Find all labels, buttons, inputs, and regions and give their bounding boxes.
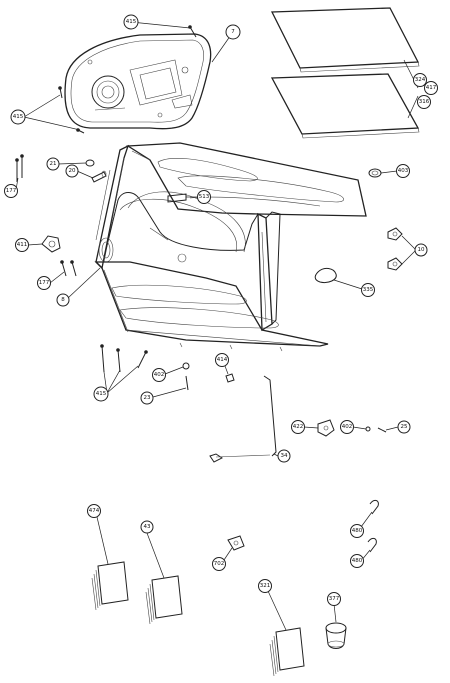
callout-403: 403 xyxy=(396,164,410,178)
svg-text:415: 415 xyxy=(126,19,137,25)
screws-177-upper xyxy=(15,154,24,182)
screw-23 xyxy=(185,375,189,391)
plug-20 xyxy=(91,170,107,183)
top-panel-lower xyxy=(270,73,420,139)
knob-411 xyxy=(41,235,61,253)
callout-20: 20 xyxy=(65,164,79,178)
svg-text:480: 480 xyxy=(352,528,363,534)
svg-text:177: 177 xyxy=(39,280,50,286)
callout-335: 335 xyxy=(361,283,375,297)
svg-text:8: 8 xyxy=(61,297,65,303)
callout-417: 417 xyxy=(424,81,438,95)
part-403 xyxy=(368,168,382,178)
screws-415-lower xyxy=(100,344,148,373)
callout-177-upper: 177 xyxy=(4,184,18,198)
callout-34: 34 xyxy=(277,449,291,463)
callout-702: 702 xyxy=(212,557,226,571)
callout-23: 23 xyxy=(140,391,154,405)
callout-321: 321 xyxy=(258,579,272,593)
callout-402-left: 402 xyxy=(152,368,166,382)
callout-10: 10 xyxy=(414,243,428,257)
feet-10 xyxy=(387,227,403,271)
cup-377 xyxy=(325,622,347,649)
screw-25 xyxy=(377,427,387,433)
top-panel-upper xyxy=(270,7,420,73)
callout-422: 422 xyxy=(291,420,305,434)
svg-text:513: 513 xyxy=(199,194,210,200)
svg-text:316: 316 xyxy=(419,99,430,105)
callout-415-lower: 415 xyxy=(93,386,109,402)
callout-513: 513 xyxy=(197,190,211,204)
rear-cover-panel xyxy=(64,33,212,130)
connector-702 xyxy=(227,535,245,551)
svg-text:21: 21 xyxy=(50,161,57,167)
callout-480-upper: 480 xyxy=(350,524,364,538)
svg-text:25: 25 xyxy=(401,424,408,430)
screw-415-top xyxy=(188,25,197,38)
part-414 xyxy=(225,373,235,383)
svg-text:702: 702 xyxy=(214,561,225,567)
svg-text:474: 474 xyxy=(89,508,100,514)
manual-321 xyxy=(269,627,305,677)
svg-text:43: 43 xyxy=(144,524,151,530)
bracket-513 xyxy=(167,193,187,203)
svg-text:34: 34 xyxy=(281,453,288,459)
callout-480-lower: 480 xyxy=(350,554,364,568)
svg-text:321: 321 xyxy=(260,583,271,589)
valve-422 xyxy=(317,419,335,437)
svg-text:23: 23 xyxy=(144,395,151,401)
svg-text:402: 402 xyxy=(342,424,353,430)
nut-402b xyxy=(365,426,371,432)
svg-text:402: 402 xyxy=(154,372,165,378)
svg-text:411: 411 xyxy=(17,242,28,248)
callout-411: 411 xyxy=(15,238,29,252)
svg-text:417: 417 xyxy=(426,85,437,91)
callout-316: 316 xyxy=(417,95,431,109)
callout-7: 7 xyxy=(225,24,241,40)
clip-335 xyxy=(314,267,337,283)
svg-text:480: 480 xyxy=(352,558,363,564)
svg-text:324: 324 xyxy=(415,77,426,83)
hose-34 xyxy=(209,375,277,463)
svg-text:177: 177 xyxy=(6,188,17,194)
callout-415-left: 415 xyxy=(10,109,26,125)
svg-text:377: 377 xyxy=(329,596,340,602)
svg-text:20: 20 xyxy=(69,168,76,174)
callout-177-lower: 177 xyxy=(37,276,51,290)
svg-text:422: 422 xyxy=(293,424,304,430)
callout-25: 25 xyxy=(397,420,411,434)
callout-8: 8 xyxy=(56,293,70,307)
svg-text:335: 335 xyxy=(363,287,374,293)
leader-lines xyxy=(15,21,419,631)
callout-43: 43 xyxy=(140,520,154,534)
svg-text:415: 415 xyxy=(96,391,107,397)
callout-474: 474 xyxy=(87,504,101,518)
callout-414: 414 xyxy=(215,353,229,367)
svg-text:415: 415 xyxy=(13,114,24,120)
nut-402 xyxy=(182,362,190,370)
callout-377: 377 xyxy=(327,592,341,606)
svg-text:7: 7 xyxy=(231,29,235,35)
callout-324: 324 xyxy=(413,73,427,87)
svg-text:10: 10 xyxy=(418,247,425,253)
svg-text:403: 403 xyxy=(398,168,409,174)
callout-21: 21 xyxy=(46,157,60,171)
manual-43 xyxy=(145,575,183,625)
grommet-21 xyxy=(85,159,95,167)
hooks-480 xyxy=(367,499,379,553)
screws-177-lower xyxy=(60,260,77,277)
callout-402-right: 402 xyxy=(340,420,354,434)
manual-474 xyxy=(91,561,129,611)
base-frame xyxy=(94,142,367,352)
callout-415-top: 415 xyxy=(123,14,139,30)
svg-text:414: 414 xyxy=(217,357,228,363)
